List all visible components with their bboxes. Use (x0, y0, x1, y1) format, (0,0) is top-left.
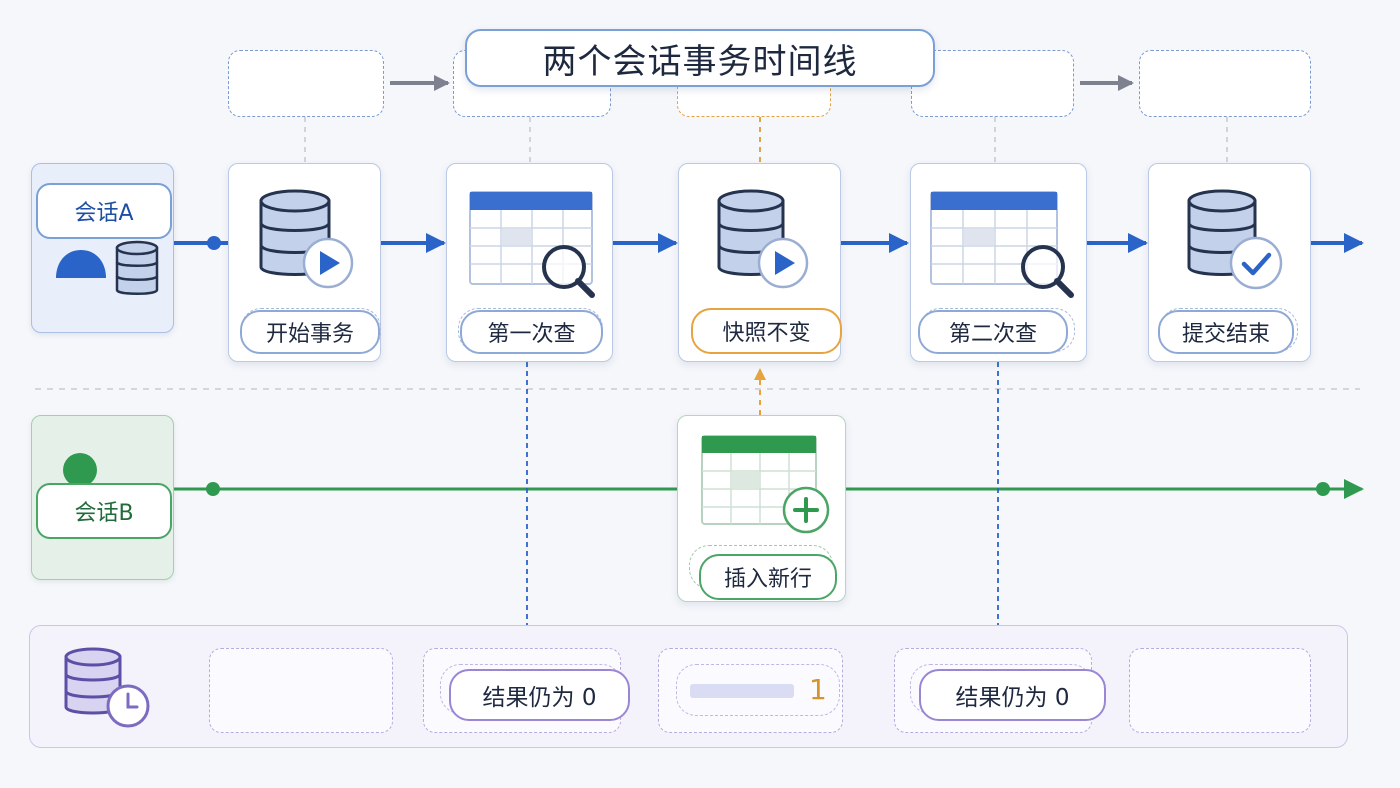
step-label-second-query: 第二次查 (918, 310, 1068, 354)
first-query-result: 结果仍为 0 (449, 669, 630, 721)
step-label-commit: 提交结束 (1158, 310, 1294, 354)
placeholder-box-1 (228, 50, 384, 117)
step-label-insert-row: 插入新行 (699, 554, 837, 600)
session-a-label: 会话A (36, 183, 172, 239)
committed-row-count: 1 (809, 673, 827, 706)
step-label-begin-transaction: 开始事务 (240, 310, 380, 354)
session-b-lane: 会话B (31, 415, 174, 580)
session-b-start-dot (206, 482, 220, 496)
user-icon (56, 250, 106, 278)
session-b-label: 会话B (36, 483, 172, 539)
table-add-icon (701, 435, 830, 534)
table-search-icon (930, 191, 1074, 298)
database-play-icon (717, 189, 809, 289)
user-icon (63, 453, 97, 487)
committed-row-bar (690, 684, 794, 698)
placeholder-box-5 (1139, 50, 1311, 117)
second-query-result: 结果仍为 0 (919, 669, 1106, 721)
database-check-icon (1187, 189, 1283, 290)
database-icon (115, 240, 159, 295)
placeholder-box-4 (911, 50, 1074, 117)
session-b-end-dot (1316, 482, 1330, 496)
database-clock-icon (64, 647, 150, 728)
database-play-icon (259, 189, 354, 289)
result-slot-5 (1129, 648, 1311, 733)
diagram-title: 两个会话事务时间线 (465, 29, 935, 87)
session-a-lane: 会话A (31, 163, 174, 333)
step-label-snapshot: 快照不变 (691, 308, 842, 354)
step-label-first-query: 第一次查 (460, 310, 603, 354)
result-slot-1 (209, 648, 393, 733)
table-search-icon (469, 191, 595, 298)
